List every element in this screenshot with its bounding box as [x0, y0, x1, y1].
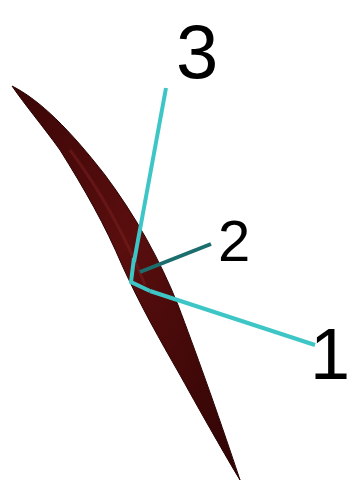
axis-line: [140, 244, 211, 272]
axis-line: [150, 291, 315, 345]
axis-number: 2: [218, 212, 250, 270]
axis-line: [134, 88, 166, 262]
axis-origin: [131, 258, 150, 291]
axis-number: 1: [310, 318, 350, 390]
axis-number: 3: [176, 14, 218, 90]
fault-surface: [12, 86, 240, 480]
